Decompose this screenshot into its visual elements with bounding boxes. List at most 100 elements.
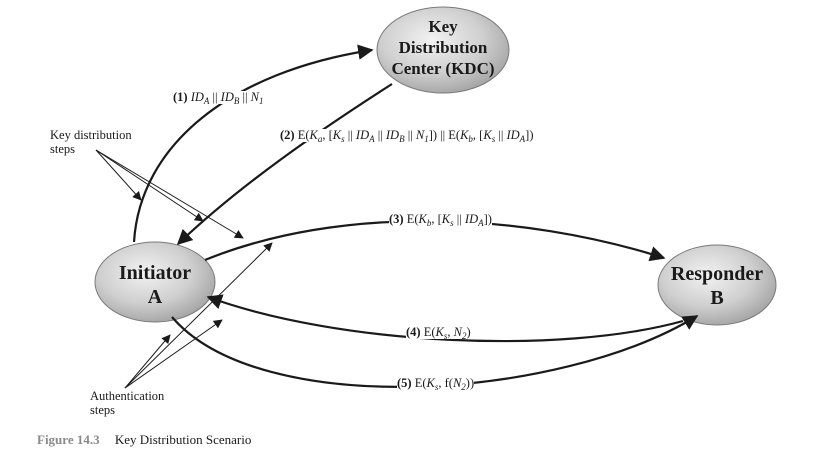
responder-label-line-1: Responder <box>670 263 764 285</box>
message-3-number: (3) <box>389 212 404 226</box>
formula-token: E( <box>414 376 427 390</box>
formula-token: 2 <box>461 382 466 392</box>
formula-token: K <box>418 212 427 226</box>
formula-token: ]) <box>525 128 534 142</box>
message-1-number: (1) <box>173 90 188 104</box>
formula-token: ID <box>190 90 204 104</box>
pointer-keydist-1 <box>95 149 142 201</box>
formula-token: 1 <box>424 134 429 144</box>
figure-caption: Figure 14.3 Key Distribution Scenario <box>37 432 251 448</box>
formula-token: , [ <box>472 128 484 142</box>
key-distribution-line-2: steps <box>50 142 75 156</box>
pointer-auth-1 <box>124 242 273 389</box>
message-2-number: (2) <box>280 128 295 142</box>
formula-token: || <box>344 128 356 142</box>
formula-token: N <box>452 376 462 390</box>
formula-token: K <box>441 212 451 226</box>
kdc-label-line-2: Distribution <box>398 38 488 57</box>
initiator-label-line-1: Initiator <box>118 262 192 284</box>
formula-token: N <box>415 128 425 142</box>
pointer-auth-2 <box>124 319 223 389</box>
formula-token: ]) <box>483 212 492 226</box>
formula-token: N <box>250 90 259 104</box>
formula-token: s <box>434 382 439 392</box>
kdc-label-line-1: Key <box>428 17 458 36</box>
kdc-label: Key Distribution Center (KDC) <box>377 16 509 79</box>
formula-token: || <box>374 128 386 142</box>
formula-token: ID <box>355 128 370 142</box>
kdc-label-line-3: Center (KDC) <box>391 59 495 78</box>
responder-node <box>657 244 777 326</box>
responder-label: Responder B <box>658 262 776 310</box>
message-2-label: (2) E(Ka, [Ks || IDA || IDB || N1]) || E… <box>280 128 534 144</box>
message-4-label: (4) E(Ks, N2) <box>406 325 471 341</box>
message-3-label: (3) E(Kb, [Ks || IDA]) <box>389 212 492 228</box>
formula-token: E( <box>423 325 436 339</box>
formula-token: s <box>450 218 454 228</box>
message-4-number: (4) <box>406 325 421 339</box>
pointer-keydist-3 <box>95 149 244 239</box>
formula-token: E( <box>406 212 419 226</box>
figure-number: Figure 14.3 <box>37 432 100 447</box>
formula-token: , [ <box>322 128 333 142</box>
message-5-formula: E(Ks, f(N2)) <box>414 376 475 392</box>
message-1-formula: IDA || IDB || N1 <box>190 90 264 106</box>
formula-token: K <box>483 128 492 142</box>
formula-token: ID <box>506 128 520 142</box>
arrow-message-4 <box>206 294 684 343</box>
formula-token: s <box>341 134 345 144</box>
formula-token: , f( <box>438 376 453 390</box>
key-distribution-steps-note: Key distribution steps <box>50 128 132 156</box>
formula-token: K <box>435 325 444 339</box>
formula-token: B <box>399 134 405 144</box>
arrow-message-2 <box>176 83 393 246</box>
formula-token: s <box>491 134 496 144</box>
formula-token: 2 <box>461 331 467 341</box>
formula-token: K <box>460 128 469 142</box>
formula-token: ID <box>220 90 234 104</box>
figure-title: Key Distribution Scenario <box>114 432 252 447</box>
formula-token: || <box>453 212 465 226</box>
formula-token: E( <box>297 128 310 142</box>
formula-token: N <box>453 325 462 339</box>
kdc-node <box>376 6 510 94</box>
initiator-label: Initiator A <box>95 261 215 309</box>
formula-token: A <box>478 218 484 228</box>
formula-token: b <box>468 134 473 144</box>
responder-label-line-2: B <box>710 287 724 309</box>
initiator-node <box>94 241 216 323</box>
formula-token: ID <box>385 128 400 142</box>
formula-token: B <box>233 96 240 106</box>
formula-token: ID <box>464 212 479 226</box>
message-5-label: (5) E(Ks, f(N2)) <box>397 376 475 392</box>
message-1-label: (1) IDA || IDB || N1 <box>173 90 264 106</box>
formula-token: A <box>203 96 210 106</box>
pointer-keydist-2 <box>95 149 204 222</box>
formula-token: A <box>519 134 526 144</box>
authentication-line-2: steps <box>90 403 115 417</box>
message-4-formula: E(Ks, N2) <box>423 325 471 341</box>
message-3-formula: E(Kb, [Ks || IDA]) <box>406 212 492 228</box>
arrow-message-3 <box>204 220 666 262</box>
formula-token: || <box>404 128 416 142</box>
pointer-auth-3 <box>124 334 171 389</box>
authentication-steps-note: Authentication steps <box>90 389 164 417</box>
formula-token: , <box>447 325 454 339</box>
formula-token: ]) || E( <box>428 128 461 142</box>
message-5-number: (5) <box>397 376 412 390</box>
formula-token: , [ <box>431 212 442 226</box>
formula-token: s <box>443 331 448 341</box>
formula-token: 1 <box>258 96 264 106</box>
formula-token: ) <box>466 325 471 339</box>
formula-token: K <box>426 376 435 390</box>
formula-token: A <box>369 134 375 144</box>
formula-token: a <box>317 134 323 144</box>
formula-token: K <box>332 128 342 142</box>
formula-token: || <box>209 90 221 104</box>
formula-token: )) <box>465 376 475 390</box>
key-distribution-line-1: Key distribution <box>50 128 132 142</box>
arrow-message-1 <box>132 44 374 243</box>
message-2-formula: E(Ka, [Ks || IDA || IDB || N1]) || E(Kb,… <box>297 128 534 144</box>
formula-token: || <box>239 90 251 104</box>
authentication-line-1: Authentication <box>90 389 165 403</box>
